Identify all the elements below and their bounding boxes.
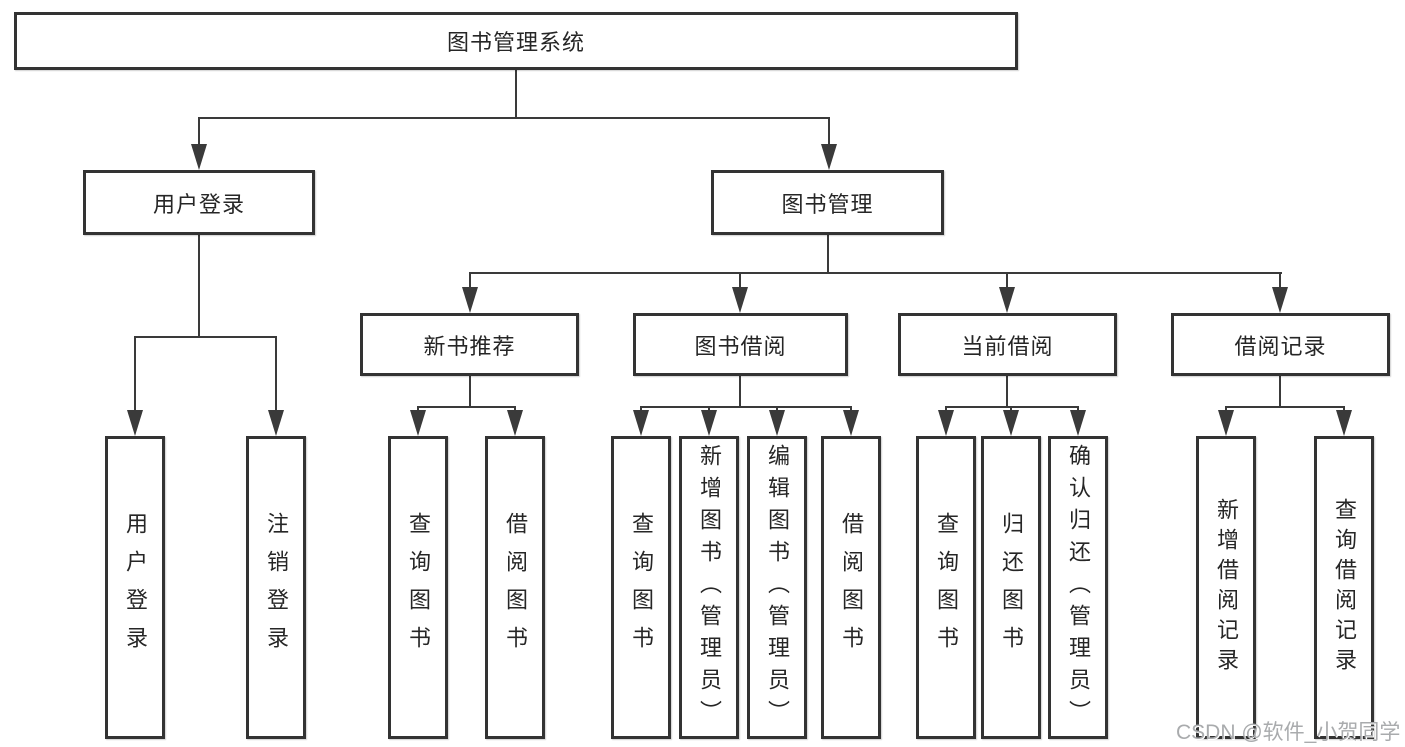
node-label: 用户登录 [152,191,245,217]
arrow-down-icon [701,410,717,436]
arrow-down-icon [821,144,837,170]
connector-stub [275,336,277,414]
connector-login-down [198,235,200,336]
connector-stub [640,406,642,412]
connector-rec-rail [417,406,516,408]
node-label: 新增借阅记录 [1214,497,1239,678]
node-add-borrow-record: 新增借阅记录 [1196,436,1256,739]
arrow-down-icon [410,410,426,436]
node-label: 图书借阅 [694,333,787,359]
node-label: 编辑图书（管理员） [765,443,790,732]
arrow-down-icon [1070,410,1086,436]
connector-stub [469,272,471,289]
connector-stub [1225,406,1227,412]
node-book-management-module: 图书管理 [711,170,944,235]
node-add-book-admin: 新增图书（管理员） [679,436,739,739]
connector-bor-down [739,376,741,406]
node-user-login-module: 用户登录 [83,170,315,235]
node-label: 借阅图书 [503,511,528,664]
connector-login-stub [198,117,200,147]
connector-mgmt-down [827,235,829,272]
node-label: 图书管理 [781,191,874,217]
connector-stub [739,272,741,289]
node-label: 查询图书 [406,511,431,664]
node-label: 确认归还（管理员） [1066,443,1091,732]
connector-mgmt-stub [828,117,830,147]
connector-stub [776,406,778,412]
connector-root-down [515,70,517,117]
node-user-login: 用户登录 [105,436,165,739]
node-label: 归还图书 [999,511,1024,664]
node-label: 查询图书 [934,511,959,664]
node-label: 新书推荐 [423,333,516,359]
node-logout: 注销登录 [246,436,306,739]
connector-rec-down [469,376,471,406]
arrow-down-icon [462,287,478,313]
node-label: 查询图书 [629,511,654,664]
connector-stub [514,406,516,412]
connector-bor-rail [640,406,852,408]
node-label: 注销登录 [264,511,289,664]
connector-level3-rail [469,272,1282,274]
connector-login-rail [134,336,277,338]
connector-cur-down [1006,376,1008,406]
arrow-down-icon [938,410,954,436]
csdn-watermark: CSDN @软件_小贺同学 [1176,721,1401,744]
arrow-down-icon [507,410,523,436]
node-edit-book-admin: 编辑图书（管理员） [747,436,807,739]
arrow-down-icon [1003,410,1019,436]
node-query-borrow-record: 查询借阅记录 [1314,436,1374,739]
arrow-down-icon [1336,410,1352,436]
connector-stub [1006,272,1008,289]
arrow-down-icon [191,144,207,170]
node-label: 查询借阅记录 [1332,497,1357,678]
node-label: 新增图书（管理员） [697,443,722,732]
node-label: 借阅图书 [839,511,864,664]
arrow-down-icon [843,410,859,436]
node-label: 用户登录 [123,511,148,664]
connector-stub [134,336,136,414]
node-book-borrowing: 图书借阅 [633,313,848,376]
node-return-book: 归还图书 [981,436,1041,739]
node-query-books-recommend: 查询图书 [388,436,448,739]
node-label: 借阅记录 [1234,333,1327,359]
arrow-down-icon [127,410,143,436]
arrow-down-icon [999,287,1015,313]
node-root-system: 图书管理系统 [14,12,1018,70]
arrow-down-icon [769,410,785,436]
arrow-down-icon [732,287,748,313]
connector-stub [708,406,710,412]
connector-cur-rail [945,406,1079,408]
node-query-books-current: 查询图书 [916,436,976,739]
node-confirm-return-admin: 确认归还（管理员） [1048,436,1108,739]
connector-log-rail [1225,406,1345,408]
connector-stub [417,406,419,412]
node-borrow-book: 借阅图书 [821,436,881,739]
arrow-down-icon [1218,410,1234,436]
node-current-borrowing: 当前借阅 [898,313,1117,376]
connector-stub [1279,272,1281,289]
connector-stub [1077,406,1079,412]
connector-stub [1010,406,1012,412]
arrow-down-icon [268,410,284,436]
arrow-down-icon [633,410,649,436]
connector-stub [945,406,947,412]
node-borrow-books-recommend: 借阅图书 [485,436,545,739]
node-label: 当前借阅 [961,333,1054,359]
connector-log-down [1279,376,1281,406]
connector-stub [850,406,852,412]
node-new-book-recommend: 新书推荐 [360,313,579,376]
connector-level2-rail [198,117,830,119]
arrow-down-icon [1272,287,1288,313]
node-borrow-records: 借阅记录 [1171,313,1390,376]
connector-stub [1343,406,1345,412]
node-label: 图书管理系统 [446,30,585,55]
node-query-books-borrowing: 查询图书 [611,436,671,739]
